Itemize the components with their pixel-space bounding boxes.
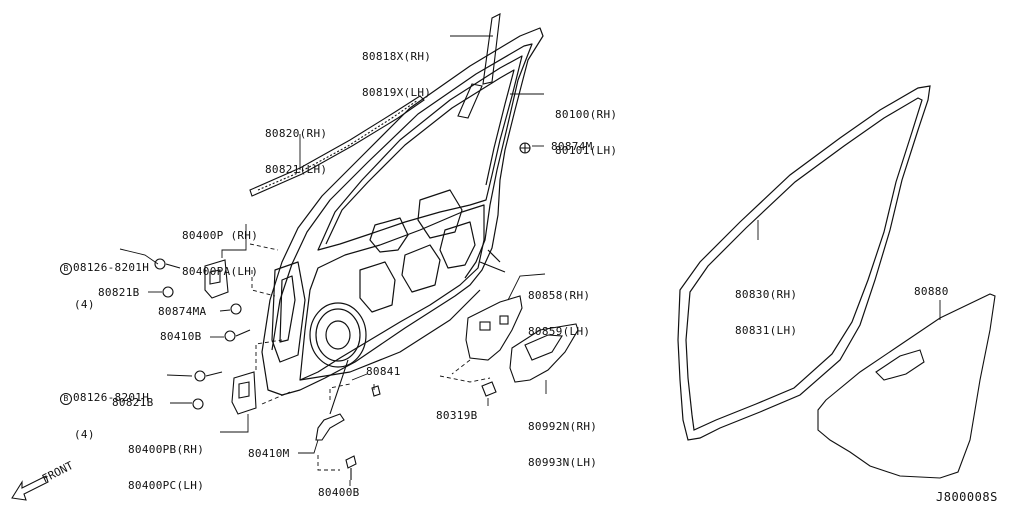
- label-nut-upper: 80821B: [98, 286, 140, 299]
- label-sash-molding: 80818X(RH) 80819X(LH): [362, 50, 432, 99]
- label-clip-80874m: 80874M: [551, 140, 593, 153]
- label-clip-80319b: 80319B: [436, 409, 478, 422]
- insulator-part: [509, 323, 579, 383]
- label-bracket: 80858(RH) 80859(LH): [528, 289, 591, 338]
- label-plug: 80841: [366, 365, 401, 378]
- outside-molding-part: [249, 95, 425, 197]
- circled-b-icon: B: [60, 393, 72, 405]
- label-sealing-screen: 80880: [914, 285, 949, 298]
- label-upper-hinge: 80400P (RH) 80400PA(LH): [182, 229, 259, 278]
- label-lower-hinge: 80400PB(RH) 80400PC(LH): [128, 443, 205, 492]
- front-arrow-icon: [11, 475, 49, 501]
- label-check-link: 80410M: [248, 447, 290, 460]
- label-door-panel: 80100(RH) 80101(LH): [555, 108, 618, 157]
- sash-molding-part: [482, 13, 501, 85]
- sealing-screen-part: [817, 293, 996, 479]
- diagram-code: J800008S: [936, 490, 998, 504]
- label-insulator: 80992N(RH) 80993N(LH): [528, 420, 598, 469]
- speaker-hole: [309, 302, 367, 368]
- lower-hinge-part: [231, 371, 257, 415]
- label-bolt-80400b: 80400B: [318, 486, 360, 499]
- bracket-part: [465, 295, 523, 361]
- label-nut-lower: 80821B: [112, 396, 154, 409]
- label-outside-molding: 80820(RH) 80821(LH): [265, 127, 328, 176]
- label-bolt-80410b: 80410B: [160, 330, 202, 343]
- weatherstrip-part: [677, 85, 931, 441]
- label-weatherstrip: 80830(RH) 80831(LH): [735, 288, 798, 337]
- circled-b-icon: B: [60, 263, 72, 275]
- check-link-part: [315, 413, 345, 441]
- label-clip-80874ma: 80874MA: [158, 305, 207, 318]
- upper-hinge-part: [204, 259, 229, 299]
